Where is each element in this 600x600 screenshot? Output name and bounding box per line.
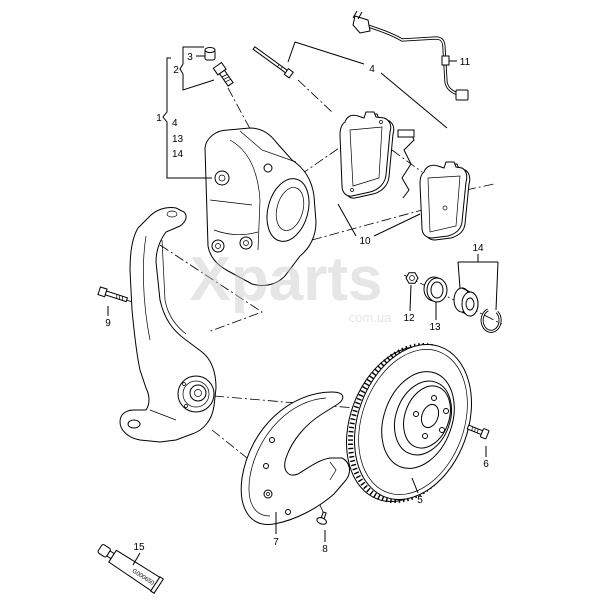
callout-14[interactable]: 14 (472, 243, 484, 254)
callout-10[interactable]: 10 (359, 236, 371, 247)
callout-13[interactable]: 13 (429, 322, 441, 333)
callouts: 1 2 3 4 13 14 4 11 10 14 12 13 9 6 5 7 8… (105, 52, 489, 555)
leader-item-15 (132, 552, 141, 566)
watermark-brand: Xparts (190, 245, 383, 314)
knuckle-bolt (97, 286, 129, 303)
leader-item-14 (457, 254, 499, 311)
pad-spring-clip (397, 129, 415, 199)
splash-shield (240, 391, 350, 525)
brake-caliper (204, 127, 317, 286)
leader-lines (107, 41, 499, 566)
callout-14-group[interactable]: 14 (172, 149, 184, 160)
sensor-clip (441, 55, 450, 66)
callout-7[interactable]: 7 (273, 537, 279, 548)
leader-item-10 (337, 203, 421, 237)
axis-pad-right (465, 183, 495, 191)
callout-9[interactable]: 9 (105, 318, 111, 329)
bracket-item-1 (162, 57, 212, 179)
sensor-head (455, 89, 469, 101)
callout-6[interactable]: 6 (483, 459, 489, 470)
brake-disc (346, 343, 472, 503)
wear-sensor-wire (352, 10, 469, 101)
brake-pad-outer (419, 161, 471, 241)
guide-pin (252, 46, 294, 79)
leader-item-5 (411, 477, 419, 494)
axis-pin-to-pads (297, 79, 333, 113)
bleeder-cap (204, 47, 216, 61)
callout-4-group[interactable]: 4 (172, 118, 178, 129)
axis-hub-to-shield (211, 429, 263, 471)
axis-pad-to-pad (391, 149, 423, 173)
watermark-domain: com.ua (349, 310, 392, 325)
hub-nut (405, 272, 419, 284)
axis-knuckle-to-caliper (159, 244, 263, 333)
axis-small-parts (403, 274, 503, 325)
callout-13-group[interactable]: 13 (172, 134, 184, 145)
callout-8[interactable]: 8 (322, 544, 328, 555)
axis-caliper-to-pad (299, 145, 343, 176)
steering-knuckle (119, 207, 217, 443)
callout-4[interactable]: 4 (369, 64, 375, 75)
brake-pad-inner (339, 111, 395, 199)
callout-5[interactable]: 5 (417, 495, 423, 506)
leader-item-12 (409, 284, 412, 312)
grease-tube: G000650 (97, 544, 165, 594)
callout-3[interactable]: 3 (187, 52, 193, 63)
axis-caliper-lower (311, 209, 423, 241)
leader-item-4 (287, 41, 448, 129)
axis-bleeder-to-caliper (227, 87, 269, 163)
watermark: Xparts com.ua (190, 245, 393, 325)
sealing-ring (423, 276, 448, 303)
callout-1[interactable]: 1 (156, 113, 162, 124)
assembly-axis-lines (125, 79, 503, 515)
sensor-connector (352, 15, 371, 34)
circlip (480, 308, 502, 333)
disc-screw (466, 424, 490, 440)
callout-12[interactable]: 12 (403, 313, 415, 324)
bracket-item-2 (179, 46, 215, 91)
shield-screw (316, 511, 327, 525)
callout-2[interactable]: 2 (173, 65, 179, 76)
wheel-bearing (453, 287, 479, 317)
callout-11[interactable]: 11 (460, 57, 471, 68)
bleeder-screw (212, 61, 234, 87)
callout-15[interactable]: 15 (133, 542, 145, 553)
